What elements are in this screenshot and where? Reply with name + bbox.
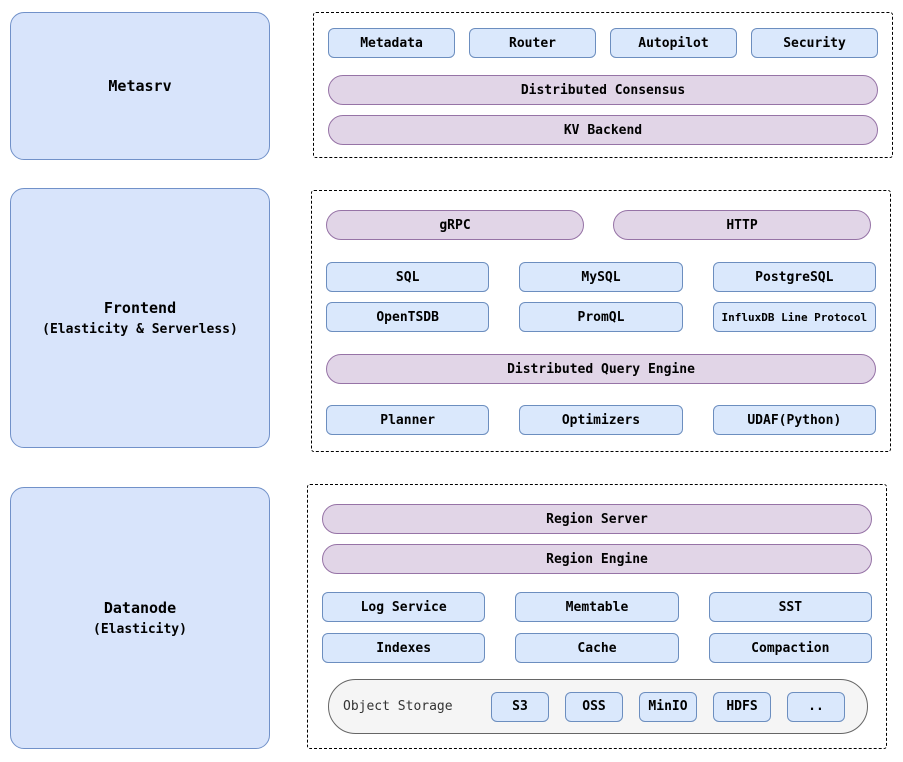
metasrv-panel-title: Metasrv bbox=[108, 77, 172, 95]
pill-kv-backend: KV Backend bbox=[328, 115, 878, 145]
box-cache: Cache bbox=[515, 633, 679, 663]
frontend-group: gRPC HTTP SQL MySQL PostgreSQL OpenTSDB … bbox=[311, 190, 891, 452]
datanode-group: Region Server Region Engine Log Service … bbox=[307, 484, 887, 749]
box-postgresql: PostgreSQL bbox=[712, 262, 876, 292]
box-promql: PromQL bbox=[519, 302, 683, 332]
metasrv-panel: Metasrv bbox=[10, 12, 270, 160]
pill-distributed-consensus: Distributed Consensus bbox=[328, 75, 878, 105]
metasrv-components-row: Metadata Router Autopilot Security bbox=[328, 28, 878, 58]
frontend-engine-row: Planner Optimizers UDAF(Python) bbox=[326, 405, 876, 435]
pill-distributed-query-engine: Distributed Query Engine bbox=[326, 354, 876, 384]
box-security: Security bbox=[751, 28, 878, 58]
frontend-panel: Frontend (Elasticity & Serverless) bbox=[10, 188, 270, 448]
box-memtable: Memtable bbox=[515, 592, 679, 622]
box-router: Router bbox=[469, 28, 596, 58]
box-opentsdb: OpenTSDB bbox=[326, 302, 490, 332]
box-autopilot: Autopilot bbox=[610, 28, 737, 58]
frontend-panel-title: Frontend bbox=[103, 299, 177, 317]
pill-region-server: Region Server bbox=[322, 504, 872, 534]
box-sst: SST bbox=[708, 592, 872, 622]
box-sql: SQL bbox=[326, 262, 490, 292]
object-storage-container: Object Storage S3 OSS MinIO HDFS .. bbox=[328, 679, 868, 734]
datanode-components-row2: Indexes Cache Compaction bbox=[322, 633, 872, 663]
metasrv-group: Metadata Router Autopilot Security Distr… bbox=[313, 12, 893, 158]
box-influxdb-line-protocol: InfluxDB Line Protocol bbox=[712, 302, 876, 332]
datanode-panel: Datanode (Elasticity) bbox=[10, 487, 270, 749]
datanode-panel-subtitle: (Elasticity) bbox=[93, 622, 187, 637]
box-minio: MinIO bbox=[639, 691, 697, 722]
box-indexes: Indexes bbox=[322, 633, 486, 663]
box-oss: OSS bbox=[565, 691, 623, 722]
box-log-service: Log Service bbox=[322, 592, 486, 622]
frontend-protocols-row1: SQL MySQL PostgreSQL bbox=[326, 262, 876, 292]
box-hdfs: HDFS bbox=[713, 691, 771, 722]
box-optimizers: Optimizers bbox=[519, 405, 683, 435]
frontend-protocols-row2: OpenTSDB PromQL InfluxDB Line Protocol bbox=[326, 302, 876, 332]
datanode-components-row1: Log Service Memtable SST bbox=[322, 592, 872, 622]
frontend-api-row: gRPC HTTP bbox=[326, 210, 871, 240]
pill-http: HTTP bbox=[613, 210, 871, 240]
box-metadata: Metadata bbox=[328, 28, 455, 58]
box-planner: Planner bbox=[326, 405, 490, 435]
datanode-panel-title: Datanode bbox=[103, 599, 177, 617]
box-udaf-python: UDAF(Python) bbox=[712, 405, 876, 435]
box-other-backends: .. bbox=[787, 691, 845, 722]
pill-region-engine: Region Engine bbox=[322, 544, 872, 574]
box-compaction: Compaction bbox=[708, 633, 872, 663]
frontend-panel-subtitle: (Elasticity & Serverless) bbox=[42, 322, 238, 337]
object-storage-label: Object Storage bbox=[343, 699, 453, 714]
box-mysql: MySQL bbox=[519, 262, 683, 292]
box-s3: S3 bbox=[491, 691, 549, 722]
pill-grpc: gRPC bbox=[326, 210, 584, 240]
